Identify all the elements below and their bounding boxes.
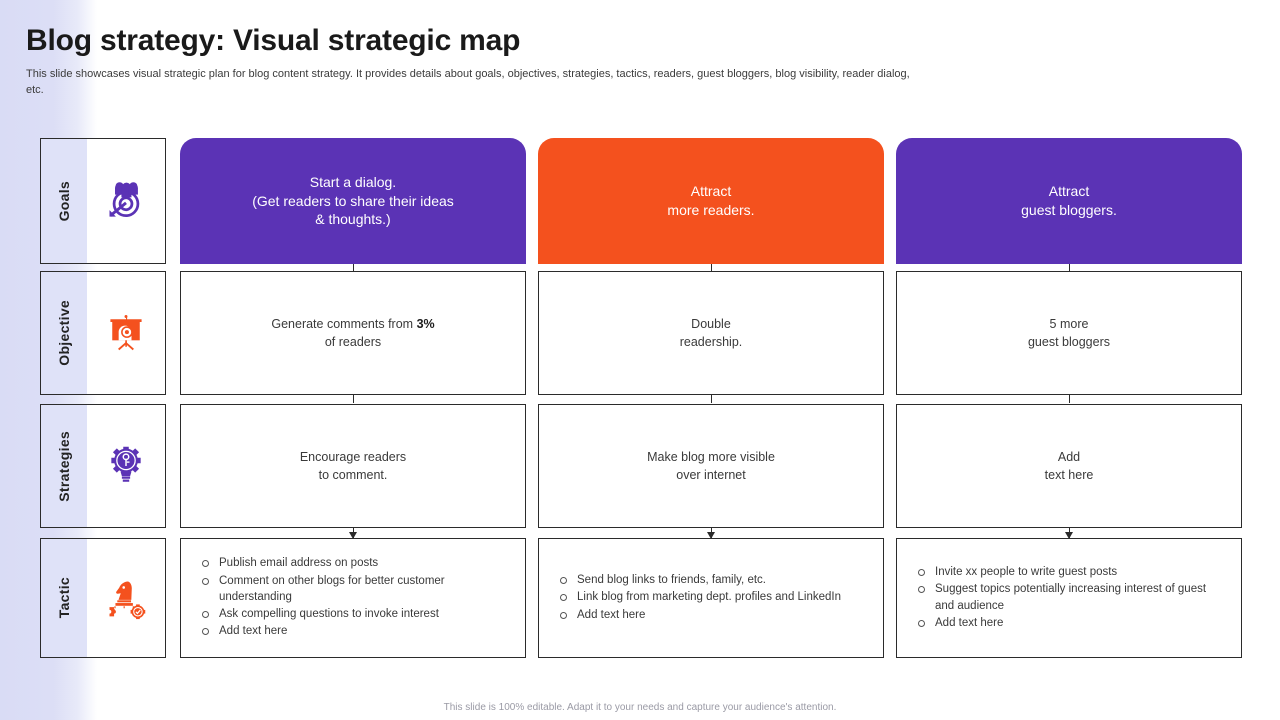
goal-box[interactable]: Start a dialog. (Get readers to share th… — [180, 138, 526, 264]
strategy-line-1: Encourage readers — [299, 449, 407, 464]
objective-highlight: 3% — [416, 316, 435, 331]
slide-header: Blog strategy: Visual strategic map This… — [26, 24, 1026, 99]
row-label-cell-tactic: Tactic — [40, 538, 166, 658]
connector-objective-strategy-3 — [1069, 395, 1070, 403]
strategy-box[interactable]: Add text here — [896, 404, 1242, 528]
strategy-line-2: to comment. — [318, 468, 388, 482]
strategy-cell-2: Make blog more visible over internet — [538, 404, 884, 539]
goal-box[interactable]: Attract more readers. — [538, 138, 884, 264]
connector-arrow-strategy-tactic-2 — [707, 528, 715, 539]
objective-box[interactable]: Generate comments from 3% of readers — [180, 271, 526, 395]
goal-cell-2: Attract more readers. — [538, 138, 884, 272]
row-label-band: Tactic — [41, 539, 87, 657]
connector-objective-strategy-1 — [353, 395, 354, 403]
page-title: Blog strategy: Visual strategic map — [26, 24, 521, 57]
list-item: Invite xx people to write guest posts — [915, 564, 1227, 580]
goal-line-2: more readers. — [667, 202, 755, 218]
goal-box[interactable]: Attract guest bloggers. — [896, 138, 1242, 264]
list-item: Send blog links to friends, family, etc. — [557, 572, 869, 588]
tactic-cell-3: Invite xx people to write guest posts Su… — [896, 538, 1242, 658]
row-label-strategies: Strategies — [56, 430, 72, 502]
strategy-cell-3: Add text here — [896, 404, 1242, 539]
objective-cell-3: 5 more guest bloggers — [896, 271, 1242, 403]
objective-cell-2: Double readership. — [538, 271, 884, 403]
goal-cell-3: Attract guest bloggers. — [896, 138, 1242, 272]
tactic-cell-2: Send blog links to friends, family, etc.… — [538, 538, 884, 658]
objective-line-1: Double — [691, 316, 731, 331]
list-item: Publish email address on posts — [199, 555, 511, 571]
slide-footer-note: This slide is 100% editable. Adapt it to… — [443, 702, 837, 713]
row-label-tactic: Tactic — [56, 577, 72, 619]
strategy-box[interactable]: Make blog more visible over internet — [538, 404, 884, 528]
row-label-cell-goals: Goals — [40, 138, 166, 264]
objective-box[interactable]: 5 more guest bloggers — [896, 271, 1242, 395]
objective-line-2: of readers — [324, 335, 382, 349]
row-goals: Goals — [40, 138, 1244, 272]
list-item: Add text here — [915, 615, 1227, 631]
objective-box[interactable]: Double readership. — [538, 271, 884, 395]
list-item: Suggest topics potentially increasing in… — [915, 581, 1227, 614]
list-item: Comment on other blogs for better custom… — [199, 573, 511, 606]
strategy-map-grid: Goals — [40, 138, 1244, 658]
tactic-box[interactable]: Invite xx people to write guest posts Su… — [896, 538, 1242, 658]
presentation-target-icon — [87, 272, 165, 394]
row-label-objective: Objective — [56, 300, 72, 366]
connector-arrow-strategy-tactic-1 — [349, 528, 357, 539]
strategy-line-1: Add — [1057, 449, 1081, 464]
list-item: Link blog from marketing dept. profiles … — [557, 589, 869, 605]
objective-line-2: guest bloggers — [1027, 335, 1110, 349]
connector-goal-objective-3 — [1069, 264, 1070, 272]
strategy-box[interactable]: Encourage readers to comment. — [180, 404, 526, 528]
strategy-line-1: Make blog more visible — [647, 449, 775, 464]
gear-lightbulb-icon — [87, 405, 165, 527]
goal-line-1: Attract — [690, 183, 732, 200]
tactic-box[interactable]: Publish email address on posts Comment o… — [180, 538, 526, 658]
page-subtitle: This slide showcases visual strategic pl… — [26, 68, 910, 96]
goal-line-3: & thoughts.) — [315, 211, 391, 228]
connector-objective-strategy-2 — [711, 395, 712, 403]
goal-cell-1: Start a dialog. (Get readers to share th… — [180, 138, 526, 272]
row-label-band: Objective — [41, 272, 87, 394]
list-item: Add text here — [199, 623, 511, 639]
row-label-band: Strategies — [41, 405, 87, 527]
people-target-icon — [87, 139, 165, 263]
connector-goal-objective-2 — [711, 264, 712, 272]
goal-line-1: Attract — [1048, 183, 1090, 200]
strategy-line-2: text here — [1044, 468, 1094, 482]
goal-line-1: Start a dialog. — [309, 173, 397, 190]
connector-goal-objective-1 — [353, 264, 354, 272]
goal-line-2: (Get readers to share their ideas — [252, 192, 454, 209]
tactic-cell-1: Publish email address on posts Comment o… — [180, 538, 526, 658]
objective-line-1: 5 more — [1049, 316, 1089, 331]
row-tactic: Tactic — [40, 538, 1244, 658]
objective-line-2: readership. — [679, 335, 743, 349]
chess-knight-puzzle-gear-icon — [87, 539, 165, 657]
tactic-box[interactable]: Send blog links to friends, family, etc.… — [538, 538, 884, 658]
list-item: Ask compelling questions to invoke inter… — [199, 606, 511, 622]
row-strategies: Strategies — [40, 404, 1244, 539]
row-label-band: Goals — [41, 139, 87, 263]
strategy-line-2: over internet — [676, 468, 746, 482]
row-label-goals: Goals — [56, 180, 72, 222]
connector-arrow-strategy-tactic-3 — [1065, 528, 1073, 539]
row-objective: Objective — [40, 271, 1244, 403]
row-label-cell-strategies: Strategies — [40, 404, 166, 528]
strategy-cell-1: Encourage readers to comment. — [180, 404, 526, 539]
list-item: Add text here — [557, 607, 869, 623]
row-label-cell-objective: Objective — [40, 271, 166, 395]
goal-line-2: guest bloggers. — [1021, 202, 1117, 218]
objective-cell-1: Generate comments from 3% of readers — [180, 271, 526, 403]
